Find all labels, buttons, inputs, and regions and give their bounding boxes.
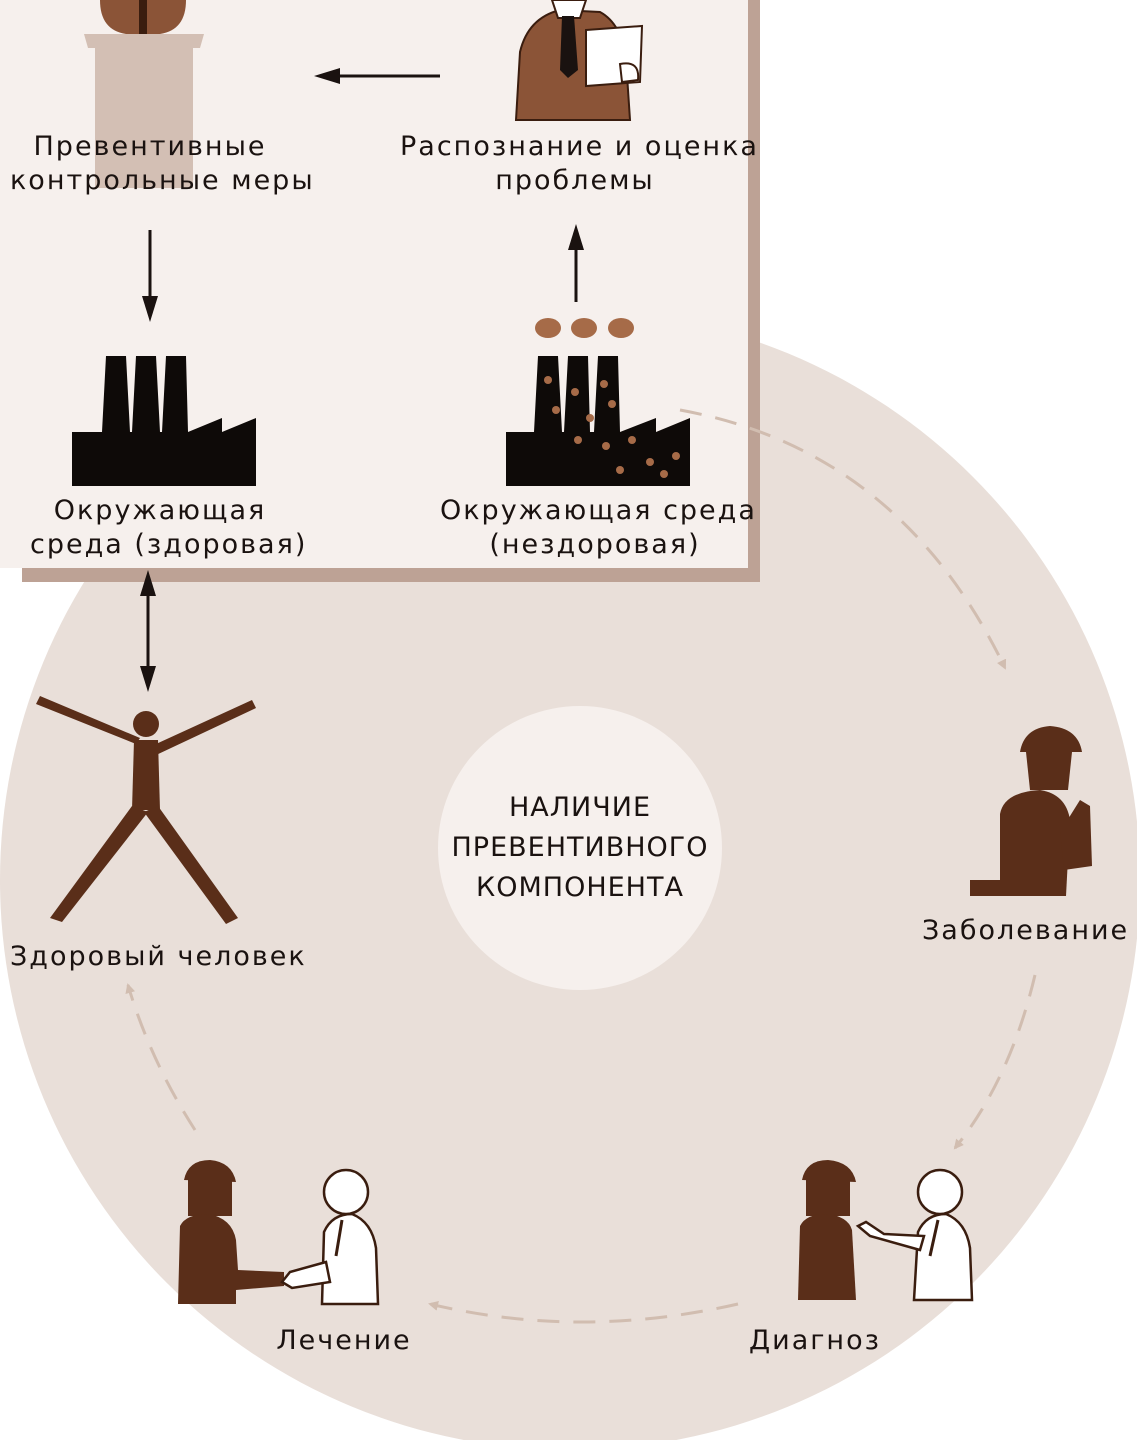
healthy-environment-label: Окружающая среда (здоровая) (30, 494, 308, 562)
dashed-arrow-to-healthy (125, 983, 197, 1131)
trash-bin-icon (84, 0, 204, 188)
arrow-unhealthy-env-to-recognition (568, 224, 584, 302)
problem-recognition-label: Распознание и оценка проблемы (400, 130, 759, 198)
arrow-preventive-to-healthy-env (142, 230, 158, 322)
recognition-line-1: Распознание и оценка (400, 131, 759, 162)
healthy-env-line-2: среда (здоровая) (30, 529, 308, 560)
center-circle (438, 706, 722, 990)
treatment-label: Лечение (276, 1325, 412, 1356)
unhealthy-environment-label: Окружающая среда (нездоровая) (440, 494, 757, 562)
center-line-1: НАЛИЧИЕ (508, 792, 652, 823)
arrow-recognition-to-preventive (314, 68, 440, 84)
preventive-line-1: Превентивные (33, 131, 267, 162)
unhealthy-env-line-2: (нездоровая) (489, 529, 701, 560)
diagnosis-label: Диагноз (749, 1325, 881, 1356)
healthy-env-line-1: Окружающая (53, 495, 267, 526)
clean-factory-icon (72, 356, 256, 486)
smoke-icon (535, 318, 634, 338)
dashed-arrow-to-treatment (428, 1301, 739, 1324)
center-label: НАЛИЧИЕ ПРЕВЕНТИВНОГО КОМПОНЕНТА (440, 788, 720, 908)
polluting-factory-icon (506, 356, 690, 486)
doctor-examining-worker-icon (798, 1160, 974, 1302)
illness-label: Заболевание (922, 915, 1130, 946)
dashed-arrow-to-illness (679, 408, 1007, 670)
sick-worker-coughing-icon (970, 726, 1092, 896)
arrow-healthy-env-healthy-person (140, 570, 156, 692)
person-arms-spread-icon (36, 696, 256, 924)
healthy-person-label: Здоровый человек (10, 941, 307, 972)
center-line-3: КОМПОНЕНТА (476, 872, 684, 903)
preventive-measures-label: Превентивные контрольные меры (10, 130, 315, 198)
doctor-handshake-worker-icon (178, 1160, 380, 1306)
preventive-line-2: контрольные меры (10, 165, 315, 196)
recognition-line-2: проблемы (495, 165, 655, 196)
center-line-2: ПРЕВЕНТИВНОГО (451, 832, 709, 863)
inspector-with-clipboard-icon (514, 0, 644, 121)
unhealthy-env-line-1: Окружающая среда (440, 495, 757, 526)
